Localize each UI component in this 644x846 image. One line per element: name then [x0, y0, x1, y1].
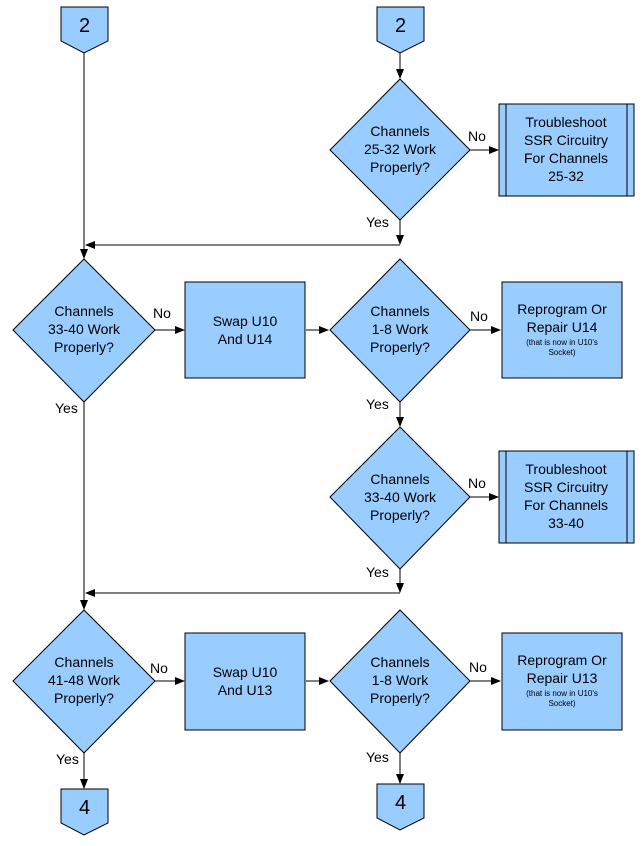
- subprocess-troubleshoot-33-40: Troubleshoot SSR Circuitry For Channels …: [498, 450, 635, 544]
- subprocess-label: 33-40: [548, 515, 584, 531]
- subprocess-label: SSR Circuitry: [524, 132, 608, 148]
- connector-bottom-right-label: 4: [395, 792, 406, 814]
- edge-label-yes: Yes: [366, 214, 389, 230]
- decision-channels-41-48: Channels 41-48 Work Properly?: [12, 609, 156, 754]
- edge-label-no: No: [153, 305, 171, 321]
- subprocess-troubleshoot-25-32: Troubleshoot SSR Circuitry For Channels …: [498, 103, 635, 197]
- process-note: (that is now in U10's: [526, 689, 598, 698]
- edge-label-yes: Yes: [366, 749, 389, 765]
- connector-bottom-right: 4: [376, 783, 425, 831]
- subprocess-label: For Channels: [524, 150, 608, 166]
- subprocess-label: 25-32: [548, 168, 584, 184]
- decision-label: 33-40 Work: [48, 321, 121, 337]
- decision-label: 41-48 Work: [48, 672, 121, 688]
- edge-label-no: No: [468, 475, 486, 491]
- connector-bottom-left: 4: [60, 788, 109, 836]
- decision-channels-1-8-upper: Channels 1-8 Work Properly?: [329, 258, 471, 403]
- process-label: Reprogram Or: [517, 652, 607, 668]
- process-label: And U13: [218, 682, 273, 698]
- process-reprogram-u13: Reprogram Or Repair U13 (that is now in …: [501, 632, 623, 731]
- process-label: Swap U10: [213, 664, 278, 680]
- connector-top-left: 2: [60, 6, 109, 54]
- connector-bottom-left-label: 4: [79, 797, 90, 819]
- decision-label: 1-8 Work: [372, 321, 430, 337]
- decision-channels-1-8-lower: Channels 1-8 Work Properly?: [329, 609, 471, 754]
- flow-lines: [80, 53, 501, 789]
- decision-label: Channels: [54, 303, 113, 319]
- edge-label-no: No: [470, 308, 488, 324]
- process-label: Reprogram Or: [517, 301, 607, 317]
- process-note: Socket): [548, 699, 575, 708]
- process-note: (that is now in U10's: [526, 338, 598, 347]
- decision-label: Channels: [370, 654, 429, 670]
- decision-label: 1-8 Work: [372, 672, 430, 688]
- subprocess-label: Troubleshoot: [525, 461, 606, 477]
- subprocess-label: Troubleshoot: [525, 114, 606, 130]
- decision-label: Properly?: [54, 690, 114, 706]
- decision-label: Channels: [54, 654, 113, 670]
- process-reprogram-u14: Reprogram Or Repair U14 (that is now in …: [501, 281, 623, 379]
- decision-label: Properly?: [370, 339, 430, 355]
- decision-label: Channels: [370, 471, 429, 487]
- edge-label-yes: Yes: [366, 396, 389, 412]
- decision-channels-33-40-right: Channels 33-40 Work Properly?: [329, 426, 471, 570]
- process-label: Repair U14: [527, 319, 598, 335]
- decision-label: Channels: [370, 123, 429, 139]
- decision-channels-25-32: Channels 25-32 Work Properly?: [329, 78, 471, 221]
- decision-label: 33-40 Work: [364, 489, 437, 505]
- process-label: Swap U10: [213, 313, 278, 329]
- connector-top-left-label: 2: [79, 15, 90, 37]
- decision-label: Properly?: [370, 507, 430, 523]
- edge-labels: No Yes No No Yes Yes No Yes No No Yes Ye…: [55, 128, 488, 767]
- process-swap-u10-u13: Swap U10 And U13: [184, 632, 306, 731]
- edge-label-yes: Yes: [56, 751, 79, 767]
- decision-label: Channels: [370, 303, 429, 319]
- edge-label-yes: Yes: [366, 564, 389, 580]
- connector-top-right-label: 2: [395, 15, 406, 37]
- process-swap-u10-u14: Swap U10 And U14: [184, 281, 306, 379]
- edge-label-no: No: [468, 128, 486, 144]
- subprocess-label: For Channels: [524, 497, 608, 513]
- decision-label: Properly?: [370, 690, 430, 706]
- process-label: And U14: [218, 331, 273, 347]
- decision-label: Properly?: [370, 159, 430, 175]
- process-label: Repair U13: [527, 670, 598, 686]
- decision-label: 25-32 Work: [364, 141, 437, 157]
- connector-top-right: 2: [376, 6, 425, 54]
- edge-label-yes: Yes: [55, 400, 78, 416]
- edge-label-no: No: [469, 659, 487, 675]
- decision-channels-33-40-left: Channels 33-40 Work Properly?: [12, 258, 156, 403]
- decision-label: Properly?: [54, 339, 114, 355]
- subprocess-label: SSR Circuitry: [524, 479, 608, 495]
- edge-label-no: No: [150, 660, 168, 676]
- process-note: Socket): [548, 348, 575, 357]
